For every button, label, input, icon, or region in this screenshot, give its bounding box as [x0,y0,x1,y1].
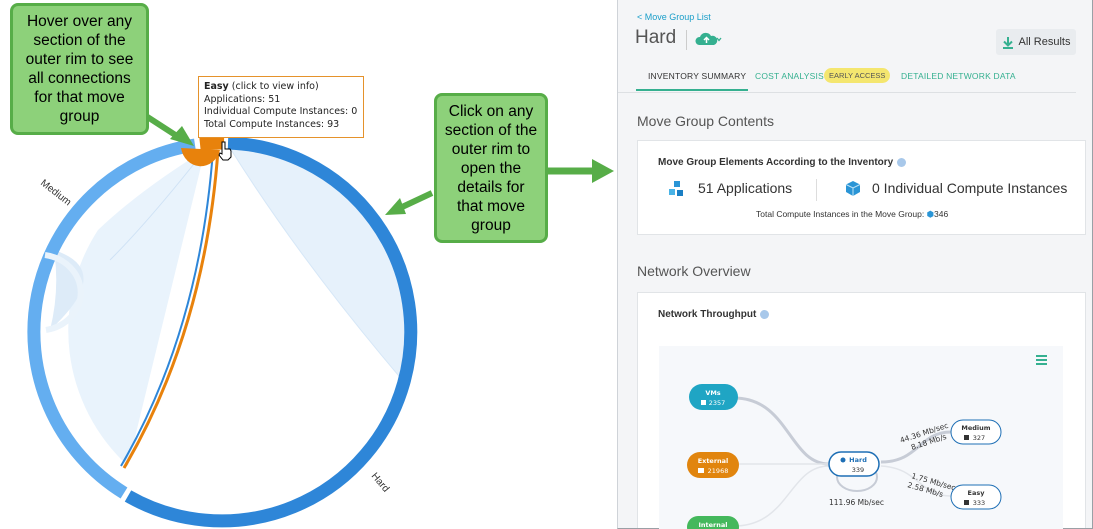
node-external-value: 21968 [708,467,729,475]
chord-diagram: Medium Hard [27,113,614,528]
all-results-label: All Results [1018,36,1071,48]
easy-tooltip: Easy (click to view info) Applications: … [198,76,364,138]
rate-self: 111.96 Mb/sec [829,498,884,507]
title-divider [686,30,687,50]
medium-self-loop[interactable] [44,252,84,333]
tab-detailed-network-data[interactable]: DETAILED NETWORK DATA [901,71,1016,81]
click-callout: Click on any section of the outer rim to… [434,93,548,243]
server-icon [698,468,704,473]
easy-lobe[interactable] [181,148,220,167]
chord-label-medium: Medium [38,178,73,209]
node-vms-value: 2357 [709,399,726,407]
contents-card-title: Move Group Elements According to the Inv… [658,157,907,168]
tab-bar: INVENTORY SUMMARY COST ANALYSIS DETAILED… [618,68,1076,93]
click-arrow [385,190,434,215]
menu-icon[interactable] [1036,355,1047,365]
individual-instances-count: 0 Individual Compute Instances [872,180,1068,196]
ribbon-medium-hard[interactable] [68,150,205,466]
rim-medium[interactable] [27,138,196,499]
node-easy-name: Easy [968,489,986,497]
node-easy-value: 333 [973,499,985,507]
node-hard[interactable]: Hard 339 [828,451,880,477]
info-icon[interactable] [760,309,770,319]
ribbon-easy-hard[interactable] [122,149,220,469]
breadcrumb[interactable]: < Move Group List [637,12,711,22]
tooltip-applications: Applications: 51 [204,93,281,105]
node-vms[interactable]: VMs 2357 [689,384,738,410]
total-instances-label: Total Compute Instances in the Move Grou… [756,209,925,219]
node-external-name: External [698,457,729,465]
info-icon[interactable] [897,157,907,167]
page-title: Hard [635,27,677,48]
active-tab-indicator [636,89,748,91]
node-medium-name: Medium [961,424,990,432]
node-vms-name: VMs [705,389,720,397]
panel-arrow [548,159,614,183]
hover-arrow [144,113,194,146]
cloud-icon [840,457,846,463]
total-instances-line: Total Compute Instances in the Move Grou… [756,209,948,220]
hover-callout: Hover over any section of the outer rim … [10,3,149,135]
tab-inventory-summary[interactable]: INVENTORY SUMMARY [648,71,747,81]
hand-cursor-icon [218,141,232,161]
network-overview-heading: Network Overview [637,263,751,279]
node-medium[interactable]: Medium 327 [950,419,1002,445]
cloud-upload-icon[interactable] [695,31,723,47]
ribbon-hard-line[interactable] [120,149,214,467]
tooltip-individual: Individual Compute Instances: 0 [204,106,358,117]
chevron-down-icon [716,37,722,42]
node-hard-name: Hard [849,456,867,464]
cube-icon [964,500,969,505]
tooltip-name: Easy [204,81,229,92]
tab-cost-analysis[interactable]: COST ANALYSIS [755,71,824,81]
ribbon-hard-self[interactable] [230,148,411,382]
throughput-card-title: Network Throughput [658,309,770,320]
cube-icon [701,400,706,405]
applications-count: 51 Applications [698,180,793,196]
applications-icon [669,181,683,196]
node-internal[interactable]: Internal [687,516,739,529]
move-group-contents-heading: Move Group Contents [637,113,774,129]
total-instances-value: 346 [934,209,949,219]
download-icon [1002,36,1013,49]
chord-label-hard: Hard [369,471,391,495]
node-easy[interactable]: Easy 333 [950,484,1002,510]
compute-instance-small-icon: ⬢ [926,209,934,219]
rim-easy[interactable] [199,136,225,151]
tooltip-hint: (click to view info) [228,81,319,92]
move-group-panel: < Move Group List Hard All Results INVEN… [617,0,1093,529]
node-medium-value: 327 [973,434,985,442]
rim-hard[interactable] [124,136,418,528]
compute-instance-icon [845,181,861,196]
node-internal-name: Internal [698,521,727,529]
node-hard-value: 339 [852,466,864,474]
node-external[interactable]: External 21968 [687,452,739,478]
cube-icon [964,435,969,440]
move-group-contents-card: Move Group Elements According to the Inv… [637,140,1086,235]
early-access-badge: EARLY ACCESS [824,68,891,83]
tooltip-total: Total Compute Instances: 93 [204,118,340,130]
network-graph: 44.36 Mb/sec 8.18 Mb/s 1.75 Mb/sec 2.58 … [659,346,1063,529]
contents-divider [816,179,817,201]
network-throughput-card: Network Throughput 44.36 Mb/sec 8.18 Mb/… [637,292,1086,529]
all-results-button[interactable]: All Results [996,29,1076,55]
